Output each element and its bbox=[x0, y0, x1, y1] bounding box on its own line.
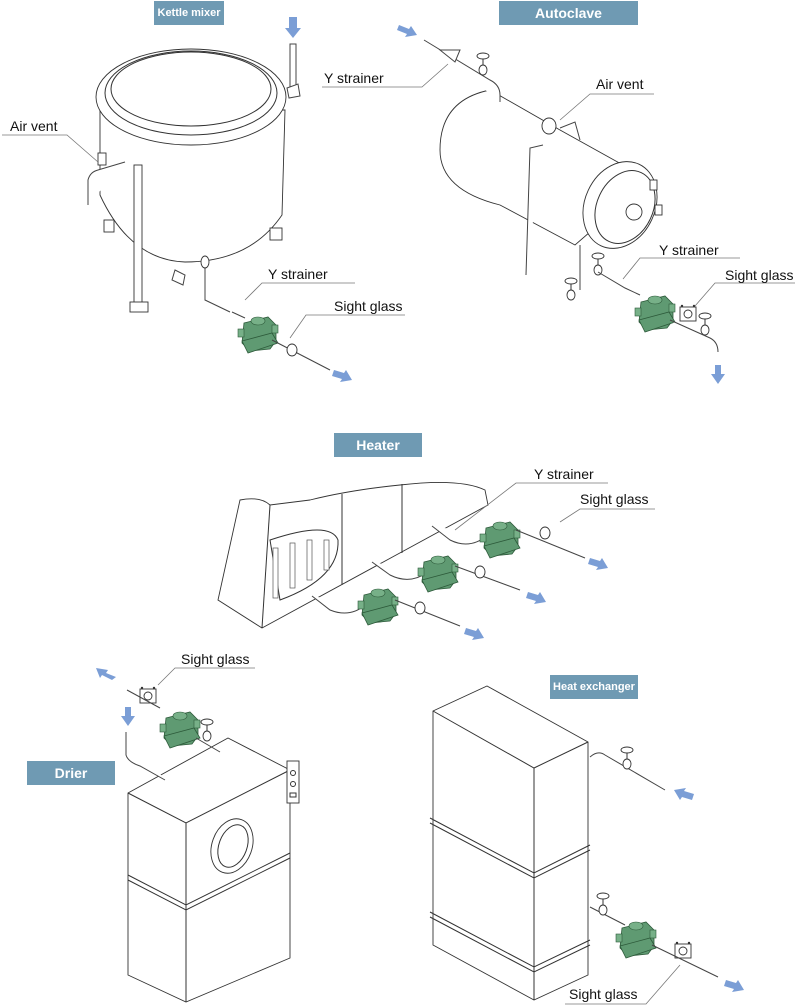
callout-sight-glass: Sight glass bbox=[334, 298, 403, 314]
section-title-heater: Heater bbox=[334, 433, 422, 457]
steam-trap bbox=[615, 921, 657, 959]
callout-sight-glass: Sight glass bbox=[725, 267, 794, 283]
autoclave-illustration bbox=[322, 25, 795, 384]
kettle-inlet-pipe bbox=[289, 43, 297, 90]
drier-cabinet bbox=[127, 737, 291, 1003]
flow-arrow-outlet bbox=[332, 370, 352, 382]
callout-sight-glass: Sight glass bbox=[569, 986, 638, 1002]
kettle-leg bbox=[133, 164, 143, 306]
callout-y-strainer: Y strainer bbox=[534, 466, 594, 482]
flow-arrow-inlet bbox=[397, 25, 417, 37]
sight-glass bbox=[139, 686, 157, 704]
callout-y-strainer: Y strainer bbox=[659, 242, 719, 258]
flow-arrow-outlet bbox=[464, 628, 484, 640]
heat-exchanger-inlet-pipe bbox=[589, 752, 666, 791]
steam-trap bbox=[634, 295, 676, 333]
flow-arrow-down bbox=[285, 17, 301, 38]
kettle-mixer-illustration bbox=[2, 17, 405, 382]
section-title-drier: Drier bbox=[27, 761, 115, 785]
steam-trap bbox=[159, 711, 201, 749]
steam-trap bbox=[237, 316, 279, 354]
callout-sight-glass: Sight glass bbox=[181, 651, 250, 667]
flow-arrow-outlet bbox=[588, 558, 608, 570]
flow-arrow-down bbox=[121, 707, 135, 726]
callout-y-strainer: Y strainer bbox=[268, 266, 328, 282]
heater-casing bbox=[217, 481, 489, 629]
callout-y-strainer: Y strainer bbox=[324, 70, 384, 86]
sight-glass bbox=[674, 941, 692, 959]
steam-trap bbox=[357, 588, 399, 626]
section-title-kettle-mixer: Kettle mixer bbox=[154, 1, 224, 25]
flow-arrow-outlet bbox=[724, 980, 744, 992]
air-vent-device bbox=[541, 117, 557, 135]
steam-trap bbox=[479, 521, 521, 559]
drier-door bbox=[210, 818, 254, 874]
drier-illustration bbox=[96, 667, 300, 1003]
kettle-leg bbox=[103, 219, 115, 233]
steam-trap bbox=[417, 555, 459, 593]
flow-arrow-outlet bbox=[96, 668, 116, 680]
callout-air-vent: Air vent bbox=[596, 76, 644, 92]
kettle-air-vent-pipe bbox=[87, 161, 126, 205]
callout-air-vent: Air vent bbox=[10, 118, 58, 134]
autoclave-inlet-pipe bbox=[423, 39, 501, 102]
section-title-heat-exchanger: Heat exchanger bbox=[550, 675, 638, 699]
flow-arrow-down bbox=[711, 365, 725, 384]
heater-illustration bbox=[217, 481, 655, 640]
kettle-outlet-pipe bbox=[271, 339, 331, 371]
flow-arrow-outlet bbox=[526, 592, 546, 604]
heat-exchanger-illustration bbox=[429, 685, 744, 1005]
kettle-lid bbox=[95, 48, 287, 146]
section-title-autoclave: Autoclave bbox=[499, 1, 638, 25]
flow-arrow-inlet bbox=[674, 788, 694, 800]
sight-glass bbox=[679, 304, 697, 322]
air-vent-device bbox=[97, 152, 107, 166]
callout-sight-glass: Sight glass bbox=[580, 491, 649, 507]
heater-tube-bank bbox=[272, 539, 330, 599]
heat-exchanger-shell bbox=[432, 685, 589, 1001]
autoclave-door bbox=[582, 161, 658, 249]
